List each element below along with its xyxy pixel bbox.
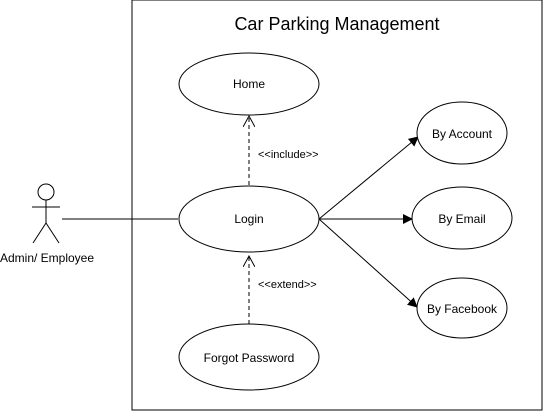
extend-label: <<extend>> (258, 279, 317, 291)
use-case-home: Home (178, 52, 320, 116)
login-to-facebook-arrow (318, 218, 418, 308)
use-case-home-label: Home (233, 77, 265, 91)
actor-admin-employee (32, 183, 60, 244)
use-case-by-facebook-label: By Facebook (427, 302, 498, 316)
use-case-by-email-label: By Email (438, 212, 485, 226)
use-case-forgot-password-label: Forgot Password (204, 351, 295, 365)
use-case-by-account: By Account (416, 101, 508, 165)
use-case-by-account-label: By Account (432, 127, 493, 141)
use-case-by-facebook: By Facebook (416, 277, 508, 339)
use-case-login: Login (178, 185, 320, 253)
login-to-account-arrow (318, 136, 419, 220)
use-case-by-email: By Email (411, 186, 513, 250)
use-case-forgot-password: Forgot Password (178, 323, 320, 391)
actor-label: Admin/ Employee (0, 251, 94, 265)
system-title: Car Parking Management (234, 14, 439, 34)
use-case-login-label: Login (234, 212, 263, 226)
include-label: <<include>> (258, 149, 319, 161)
